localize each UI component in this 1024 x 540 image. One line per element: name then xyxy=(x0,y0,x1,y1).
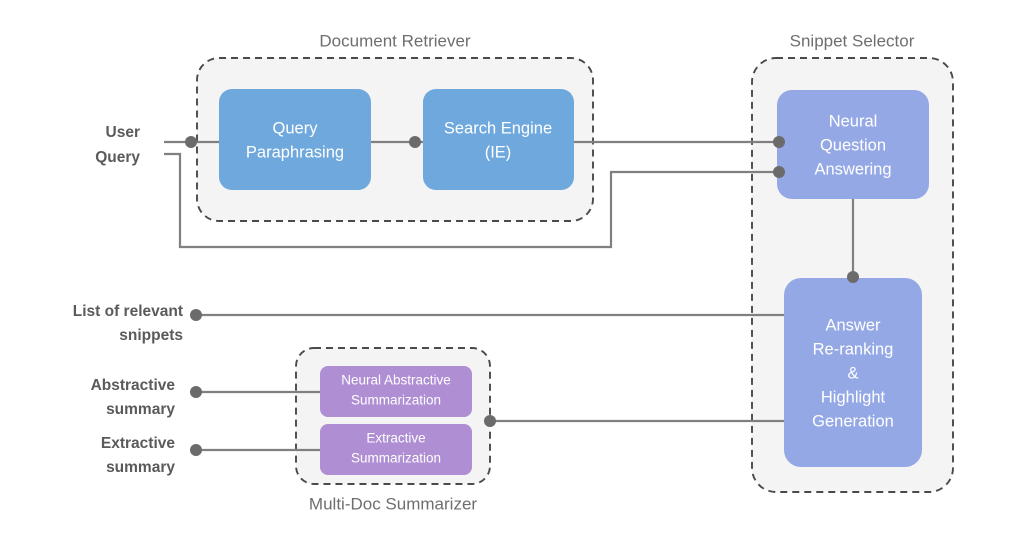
io-label-user-query-line-1: User xyxy=(106,124,140,141)
node-search-engine[interactable]: Search Engine (IE) xyxy=(423,89,574,190)
node-label-extractive-summarization-line-1: Extractive xyxy=(366,431,425,446)
group-label-document-retriever: Document Retriever xyxy=(319,31,471,50)
dot-abstractive-summary-out xyxy=(190,386,202,398)
io-label-list-of-relevant-snippets-line-1: List of relevant xyxy=(73,303,183,320)
node-label-neural-question-answering-line-2: Question xyxy=(820,136,886,154)
group-label-snippet-selector: Snippet Selector xyxy=(790,31,915,50)
io-labels: User Query List of relevant snippets Abs… xyxy=(73,124,183,476)
node-query-paraphrasing[interactable]: Query Paraphrasing xyxy=(219,89,371,190)
node-answer-reranking-highlight-generation[interactable]: Answer Re-ranking & Highlight Generation xyxy=(784,278,922,467)
node-label-query-paraphrasing-line-2: Paraphrasing xyxy=(246,143,344,161)
dot-extractive-summary-out xyxy=(190,444,202,456)
node-label-answer-reranking-line-2: Re-ranking xyxy=(813,340,894,358)
io-label-abstractive-summary: Abstractive summary xyxy=(91,377,176,418)
node-label-query-paraphrasing-line-1: Query xyxy=(273,119,319,137)
node-label-search-engine-line-2: (IE) xyxy=(485,143,512,161)
node-label-neural-question-answering-line-1: Neural xyxy=(829,112,878,130)
dot-neural-question-answering-in-bottom xyxy=(773,166,785,178)
io-label-abstractive-summary-line-1: Abstractive xyxy=(91,377,176,394)
node-label-extractive-summarization-line-2: Summarization xyxy=(351,451,441,466)
io-label-user-query-line-2: Query xyxy=(95,149,140,166)
io-label-list-of-relevant-snippets-line-2: snippets xyxy=(119,327,183,344)
group-label-multi-doc-summarizer: Multi-Doc Summarizer xyxy=(309,494,477,513)
node-label-answer-reranking-line-5: Generation xyxy=(812,412,894,430)
dot-list-of-relevant-snippets-out xyxy=(190,309,202,321)
node-label-neural-abstractive-summarization-line-1: Neural Abstractive xyxy=(341,373,451,388)
dot-neural-question-answering-in-top xyxy=(773,136,785,148)
connector-user-query-bypass-to-neural-question-answering xyxy=(164,152,777,249)
dot-answer-reranking-in-top xyxy=(847,271,859,283)
node-label-answer-reranking-line-3: & xyxy=(847,364,858,382)
node-box-answer-reranking-highlight-generation[interactable] xyxy=(784,278,922,467)
io-label-extractive-summary-line-1: Extractive xyxy=(101,435,175,452)
node-label-answer-reranking-line-4: Highlight xyxy=(821,388,886,406)
node-label-search-engine-line-1: Search Engine xyxy=(444,119,552,137)
node-neural-question-answering[interactable]: Neural Question Answering xyxy=(777,90,929,199)
node-label-neural-question-answering-line-3: Answering xyxy=(814,160,891,178)
node-box-query-paraphrasing[interactable] xyxy=(219,89,371,190)
dot-multi-doc-summarizer-out xyxy=(484,415,496,427)
node-box-neural-abstractive-summarization[interactable] xyxy=(320,366,472,417)
io-label-extractive-summary-line-2: summary xyxy=(106,459,175,476)
io-label-list-of-relevant-snippets: List of relevant snippets xyxy=(73,303,183,344)
node-label-answer-reranking-line-1: Answer xyxy=(825,316,881,334)
io-label-extractive-summary: Extractive summary xyxy=(101,435,175,476)
node-neural-abstractive-summarization[interactable]: Neural Abstractive Summarization xyxy=(320,366,472,417)
io-label-abstractive-summary-line-2: summary xyxy=(106,401,175,418)
node-box-extractive-summarization[interactable] xyxy=(320,424,472,475)
node-extractive-summarization[interactable]: Extractive Summarization xyxy=(320,424,472,475)
node-label-neural-abstractive-summarization-line-2: Summarization xyxy=(351,393,441,408)
node-box-neural-question-answering[interactable] xyxy=(777,90,929,199)
io-label-user-query: User Query xyxy=(95,124,140,166)
dot-search-engine-in xyxy=(409,136,421,148)
junction-dots xyxy=(185,136,859,456)
process-nodes: Query Paraphrasing Search Engine (IE) Ne… xyxy=(219,89,929,475)
node-box-search-engine[interactable] xyxy=(423,89,574,190)
dot-user-query-in xyxy=(185,136,197,148)
